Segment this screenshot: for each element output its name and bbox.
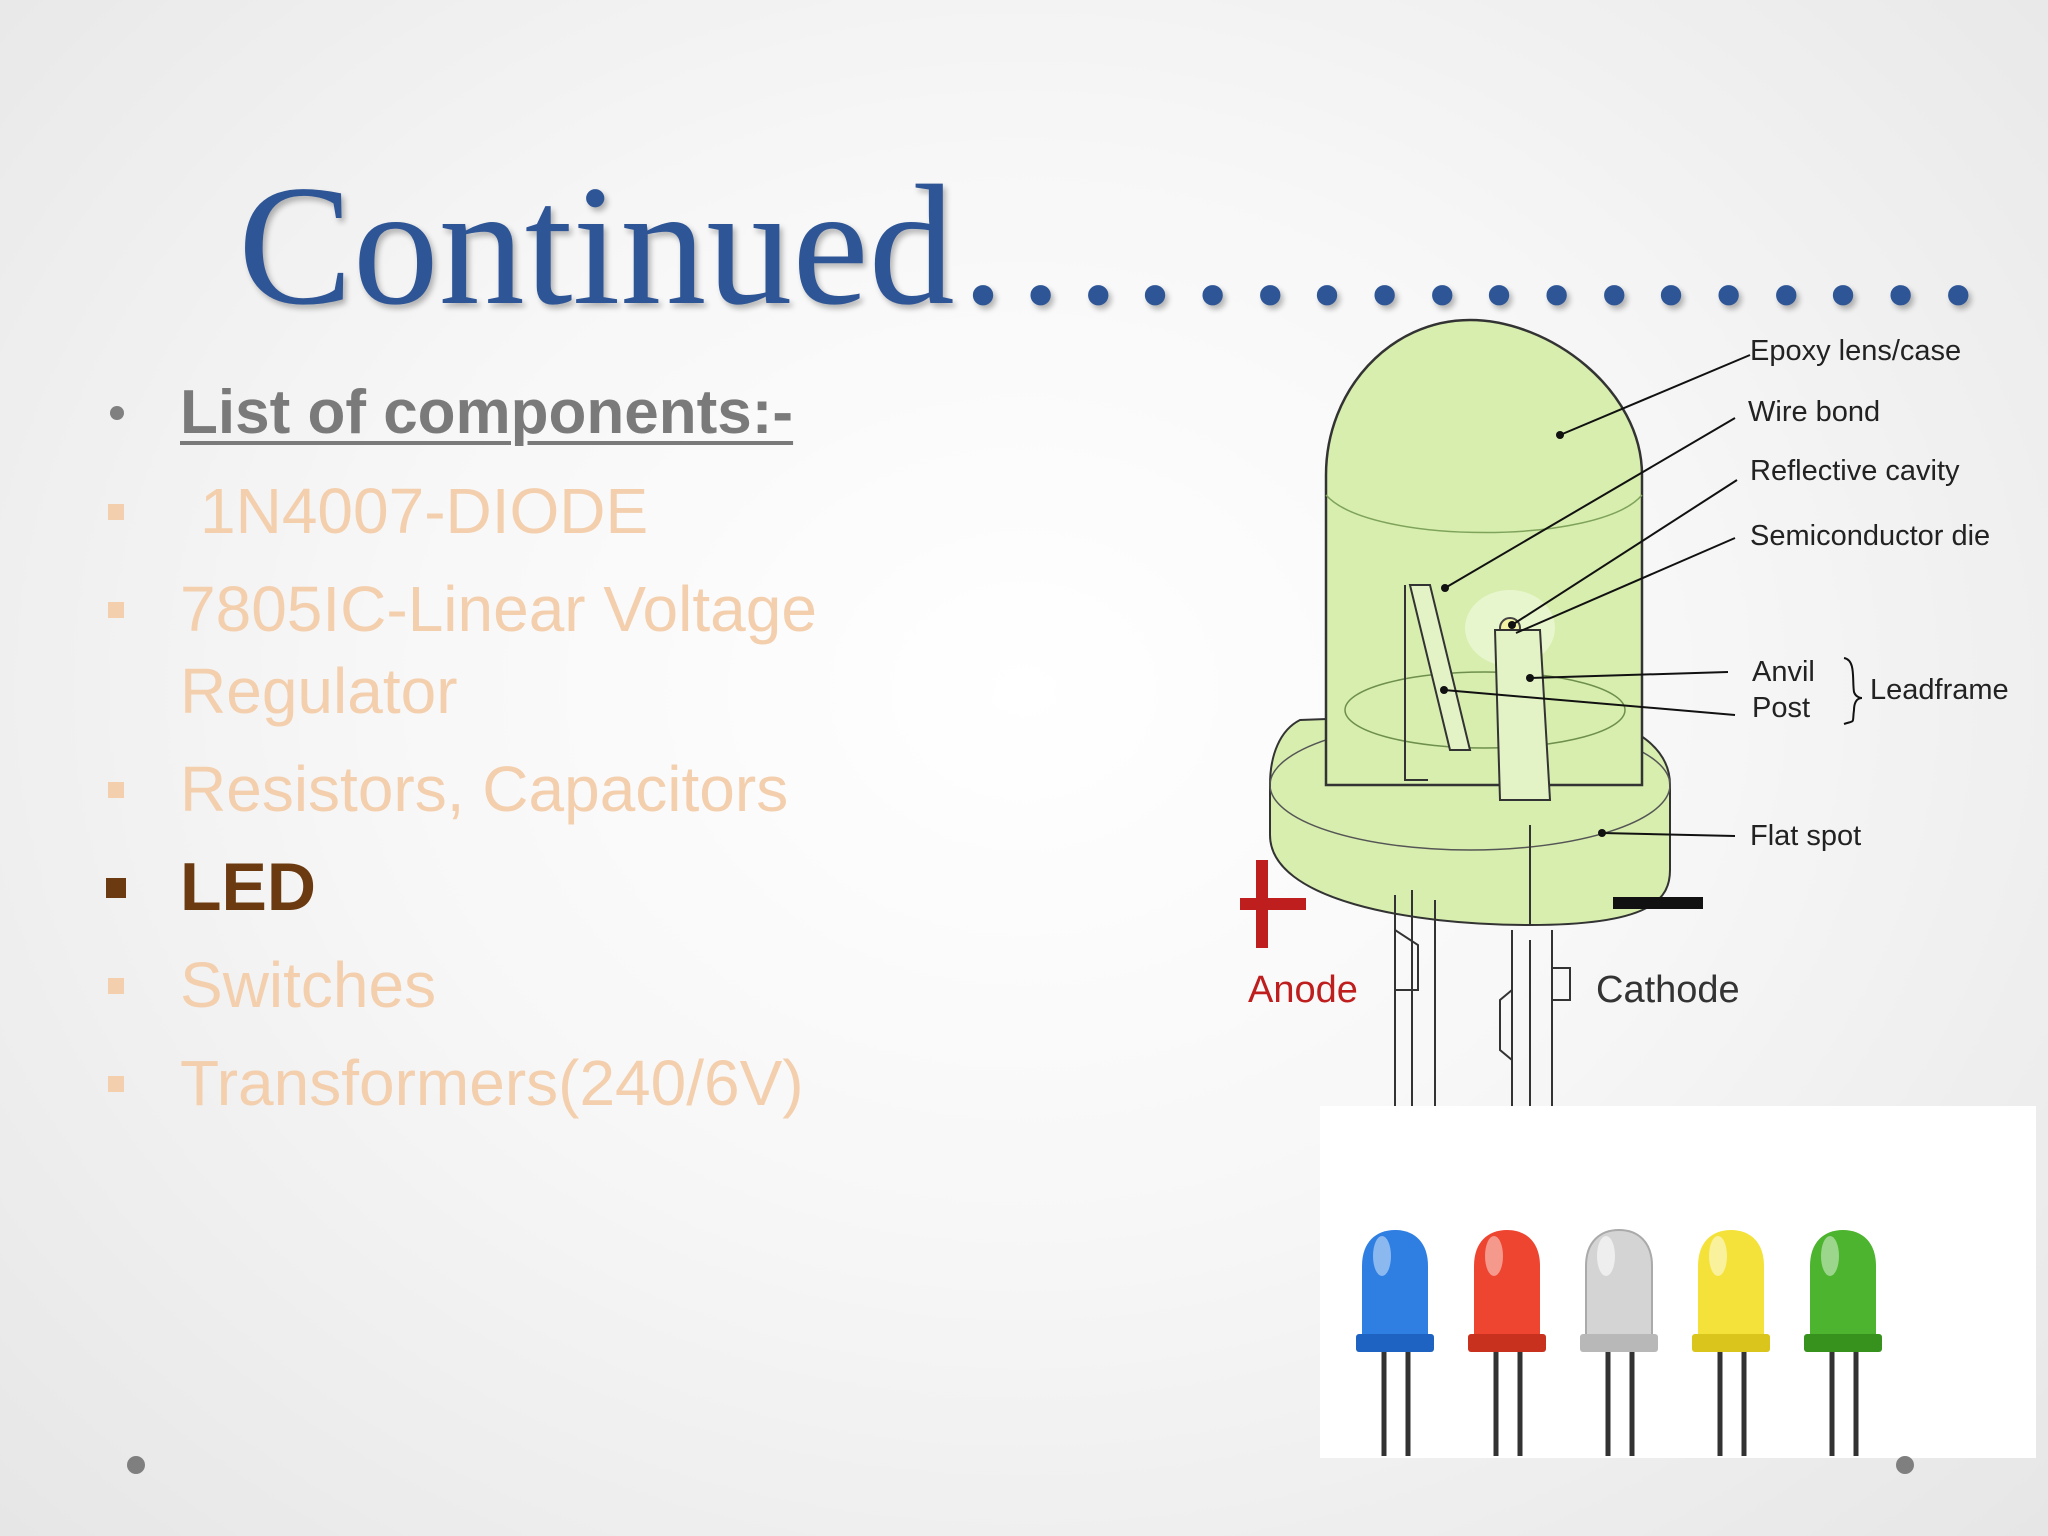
list-item-active: LED xyxy=(100,846,920,928)
list-item-text: Switches xyxy=(180,949,437,1021)
square-bullet-icon xyxy=(108,504,124,520)
square-bullet-icon xyxy=(108,602,124,618)
list-item: 1N4007-DIODE xyxy=(100,470,920,552)
white-led-icon xyxy=(1580,1228,1658,1456)
label-cathode: Cathode xyxy=(1596,969,1740,1011)
label-leadframe: Leadframe xyxy=(1870,674,2009,706)
slide-title: Continued……………… xyxy=(238,151,1987,341)
yellow-led-icon xyxy=(1692,1230,1770,1456)
blue-led-icon xyxy=(1356,1230,1434,1456)
label-post: Post xyxy=(1752,692,1810,724)
list-heading: List of components:- xyxy=(180,378,794,447)
corner-dot-right xyxy=(1896,1456,1914,1474)
label-anode: Anode xyxy=(1248,969,1358,1011)
list-item-text: 7805IC-Linear Voltage Regulator xyxy=(180,573,817,727)
list-item: Resistors, Capacitors xyxy=(100,748,920,830)
list-item-text: Transformers(240/6V) xyxy=(180,1047,804,1119)
list-item: 7805IC-Linear Voltage Regulator xyxy=(100,568,920,732)
list-item: Transformers(240/6V) xyxy=(100,1042,920,1124)
label-leader-lines xyxy=(1443,354,1751,837)
label-wire-bond: Wire bond xyxy=(1748,396,1880,428)
square-bullet-icon xyxy=(108,782,124,798)
square-bullet-icon xyxy=(108,1076,124,1092)
label-dots xyxy=(1440,431,1606,837)
component-list: List of components:- 1N4007-DIODE 7805IC… xyxy=(100,372,920,1124)
corner-dot-left xyxy=(127,1456,145,1474)
list-item-text: Resistors, Capacitors xyxy=(180,753,789,825)
label-semiconductor-die: Semiconductor die xyxy=(1750,520,1990,552)
led-diagram: Epoxy lens/case Wire bond Reflective cav… xyxy=(1240,318,2009,1130)
label-epoxy-lens: Epoxy lens/case xyxy=(1750,335,1961,367)
list-heading-item: List of components:- xyxy=(100,372,920,454)
minus-sign-icon xyxy=(1613,897,1703,909)
label-anvil: Anvil xyxy=(1752,656,1815,688)
label-reflective-cavity: Reflective cavity xyxy=(1750,455,1960,487)
list-item-text: 1N4007-DIODE xyxy=(200,475,649,547)
label-flat-spot: Flat spot xyxy=(1750,820,1861,852)
red-led-icon xyxy=(1468,1230,1546,1456)
square-bullet-icon xyxy=(106,878,126,898)
leadframe-brace-icon xyxy=(1843,657,1863,725)
colored-leds-illustration xyxy=(1356,1228,1882,1456)
colored-leds-photo xyxy=(1320,1106,2036,1458)
green-led-icon xyxy=(1804,1230,1882,1456)
list-item: Switches xyxy=(100,944,920,1026)
bullet-dot-icon xyxy=(110,406,124,420)
square-bullet-icon xyxy=(108,978,124,994)
list-item-text: LED xyxy=(180,849,316,925)
